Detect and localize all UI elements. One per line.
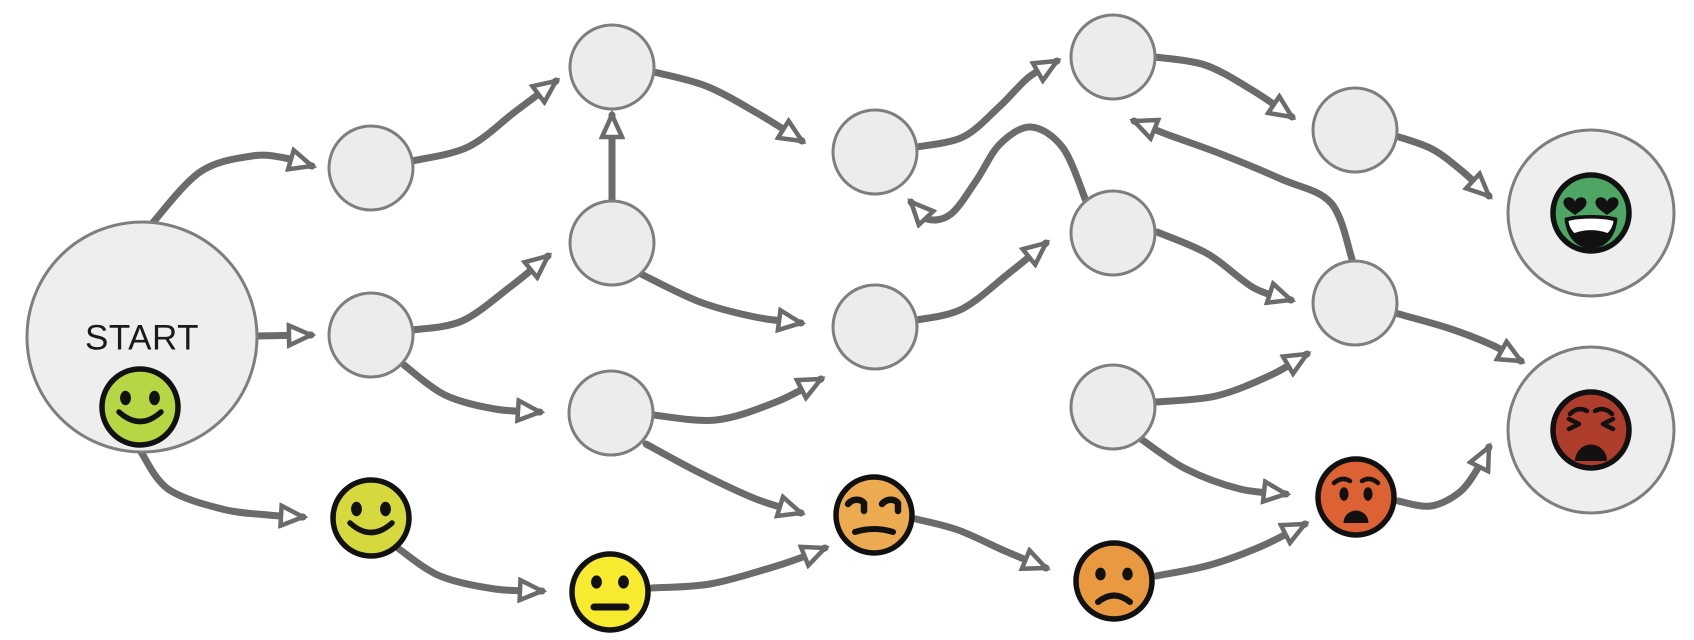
edge-h8-h11 [1151, 53, 1292, 121]
smiling-emoji-icon [99, 366, 181, 448]
edge-h12-h8 [1134, 117, 1356, 263]
smiling-emoji-icon [330, 477, 412, 559]
state-circle [1069, 13, 1157, 101]
nodes-layer: START [25, 13, 1676, 633]
edge-h4-h3 [409, 252, 548, 334]
edges-layer [137, 53, 1521, 592]
node-h3 [568, 199, 656, 287]
edge-h1-h2 [408, 77, 556, 165]
fearful-emoji-icon [1315, 456, 1397, 538]
edge-h12-end_sad [1391, 309, 1521, 365]
edge-h9-h6 [911, 123, 1090, 220]
edge-h2-h6 [650, 68, 802, 145]
state-circle [1311, 259, 1399, 347]
node-start: START [25, 220, 259, 454]
edge-start-f1 [137, 448, 303, 517]
node-h2 [568, 23, 656, 111]
start-circle [25, 220, 259, 454]
node-h1 [327, 124, 415, 212]
edge-f1-f2 [395, 545, 542, 591]
edge-h5-f3 [642, 440, 801, 513]
edge-f2-f3 [648, 548, 825, 592]
node-h9 [1069, 189, 1157, 277]
node-h10 [1069, 363, 1157, 451]
edge-h10-f5 [1137, 435, 1286, 494]
node-h4 [327, 291, 415, 379]
edge-h11-end_happy [1392, 132, 1489, 196]
state-circle [568, 199, 656, 287]
node-end_happy [1506, 128, 1676, 298]
edge-h6-h8 [913, 57, 1057, 151]
node-h8 [1069, 13, 1157, 101]
node-f4 [1073, 540, 1155, 622]
state-circle [1069, 363, 1157, 451]
end-face [1550, 172, 1632, 254]
start-face [99, 366, 181, 448]
edge-h7-h9 [913, 239, 1046, 324]
state-circle [1069, 189, 1157, 277]
edge-f5-end_sad [1394, 447, 1493, 510]
node-f3 [833, 474, 915, 556]
state-circle [831, 283, 919, 371]
state-circle [327, 124, 415, 212]
node-h5 [567, 369, 655, 457]
state-circle [327, 291, 415, 379]
edge-h10-h12 [1152, 350, 1307, 406]
end-face [1550, 389, 1632, 471]
node-f1 [330, 477, 412, 559]
node-h6 [831, 108, 919, 196]
start-label: START [85, 319, 199, 358]
edge-start-h4 [253, 335, 311, 336]
node-end_sad [1506, 345, 1676, 515]
state-circle [568, 23, 656, 111]
node-f5 [1315, 456, 1397, 538]
unamused-emoji-icon [833, 474, 915, 556]
edge-f3-f4 [912, 515, 1046, 572]
edge-f4-f5 [1152, 520, 1305, 580]
state-circle [1311, 86, 1399, 174]
frowning-emoji-icon [1073, 540, 1155, 622]
node-h7 [831, 283, 919, 371]
edge-h4-h5 [400, 361, 540, 412]
neutral-emoji-icon [569, 551, 651, 633]
state-circle [567, 369, 655, 457]
edge-h9-h12 [1153, 228, 1291, 300]
state-circle [831, 108, 919, 196]
node-h11 [1311, 86, 1399, 174]
node-h12 [1311, 259, 1399, 347]
edge-h3-h7 [637, 270, 801, 323]
edge-h5-h7 [649, 375, 821, 424]
edge-start-h1 [146, 155, 312, 230]
node-f2 [569, 551, 651, 633]
